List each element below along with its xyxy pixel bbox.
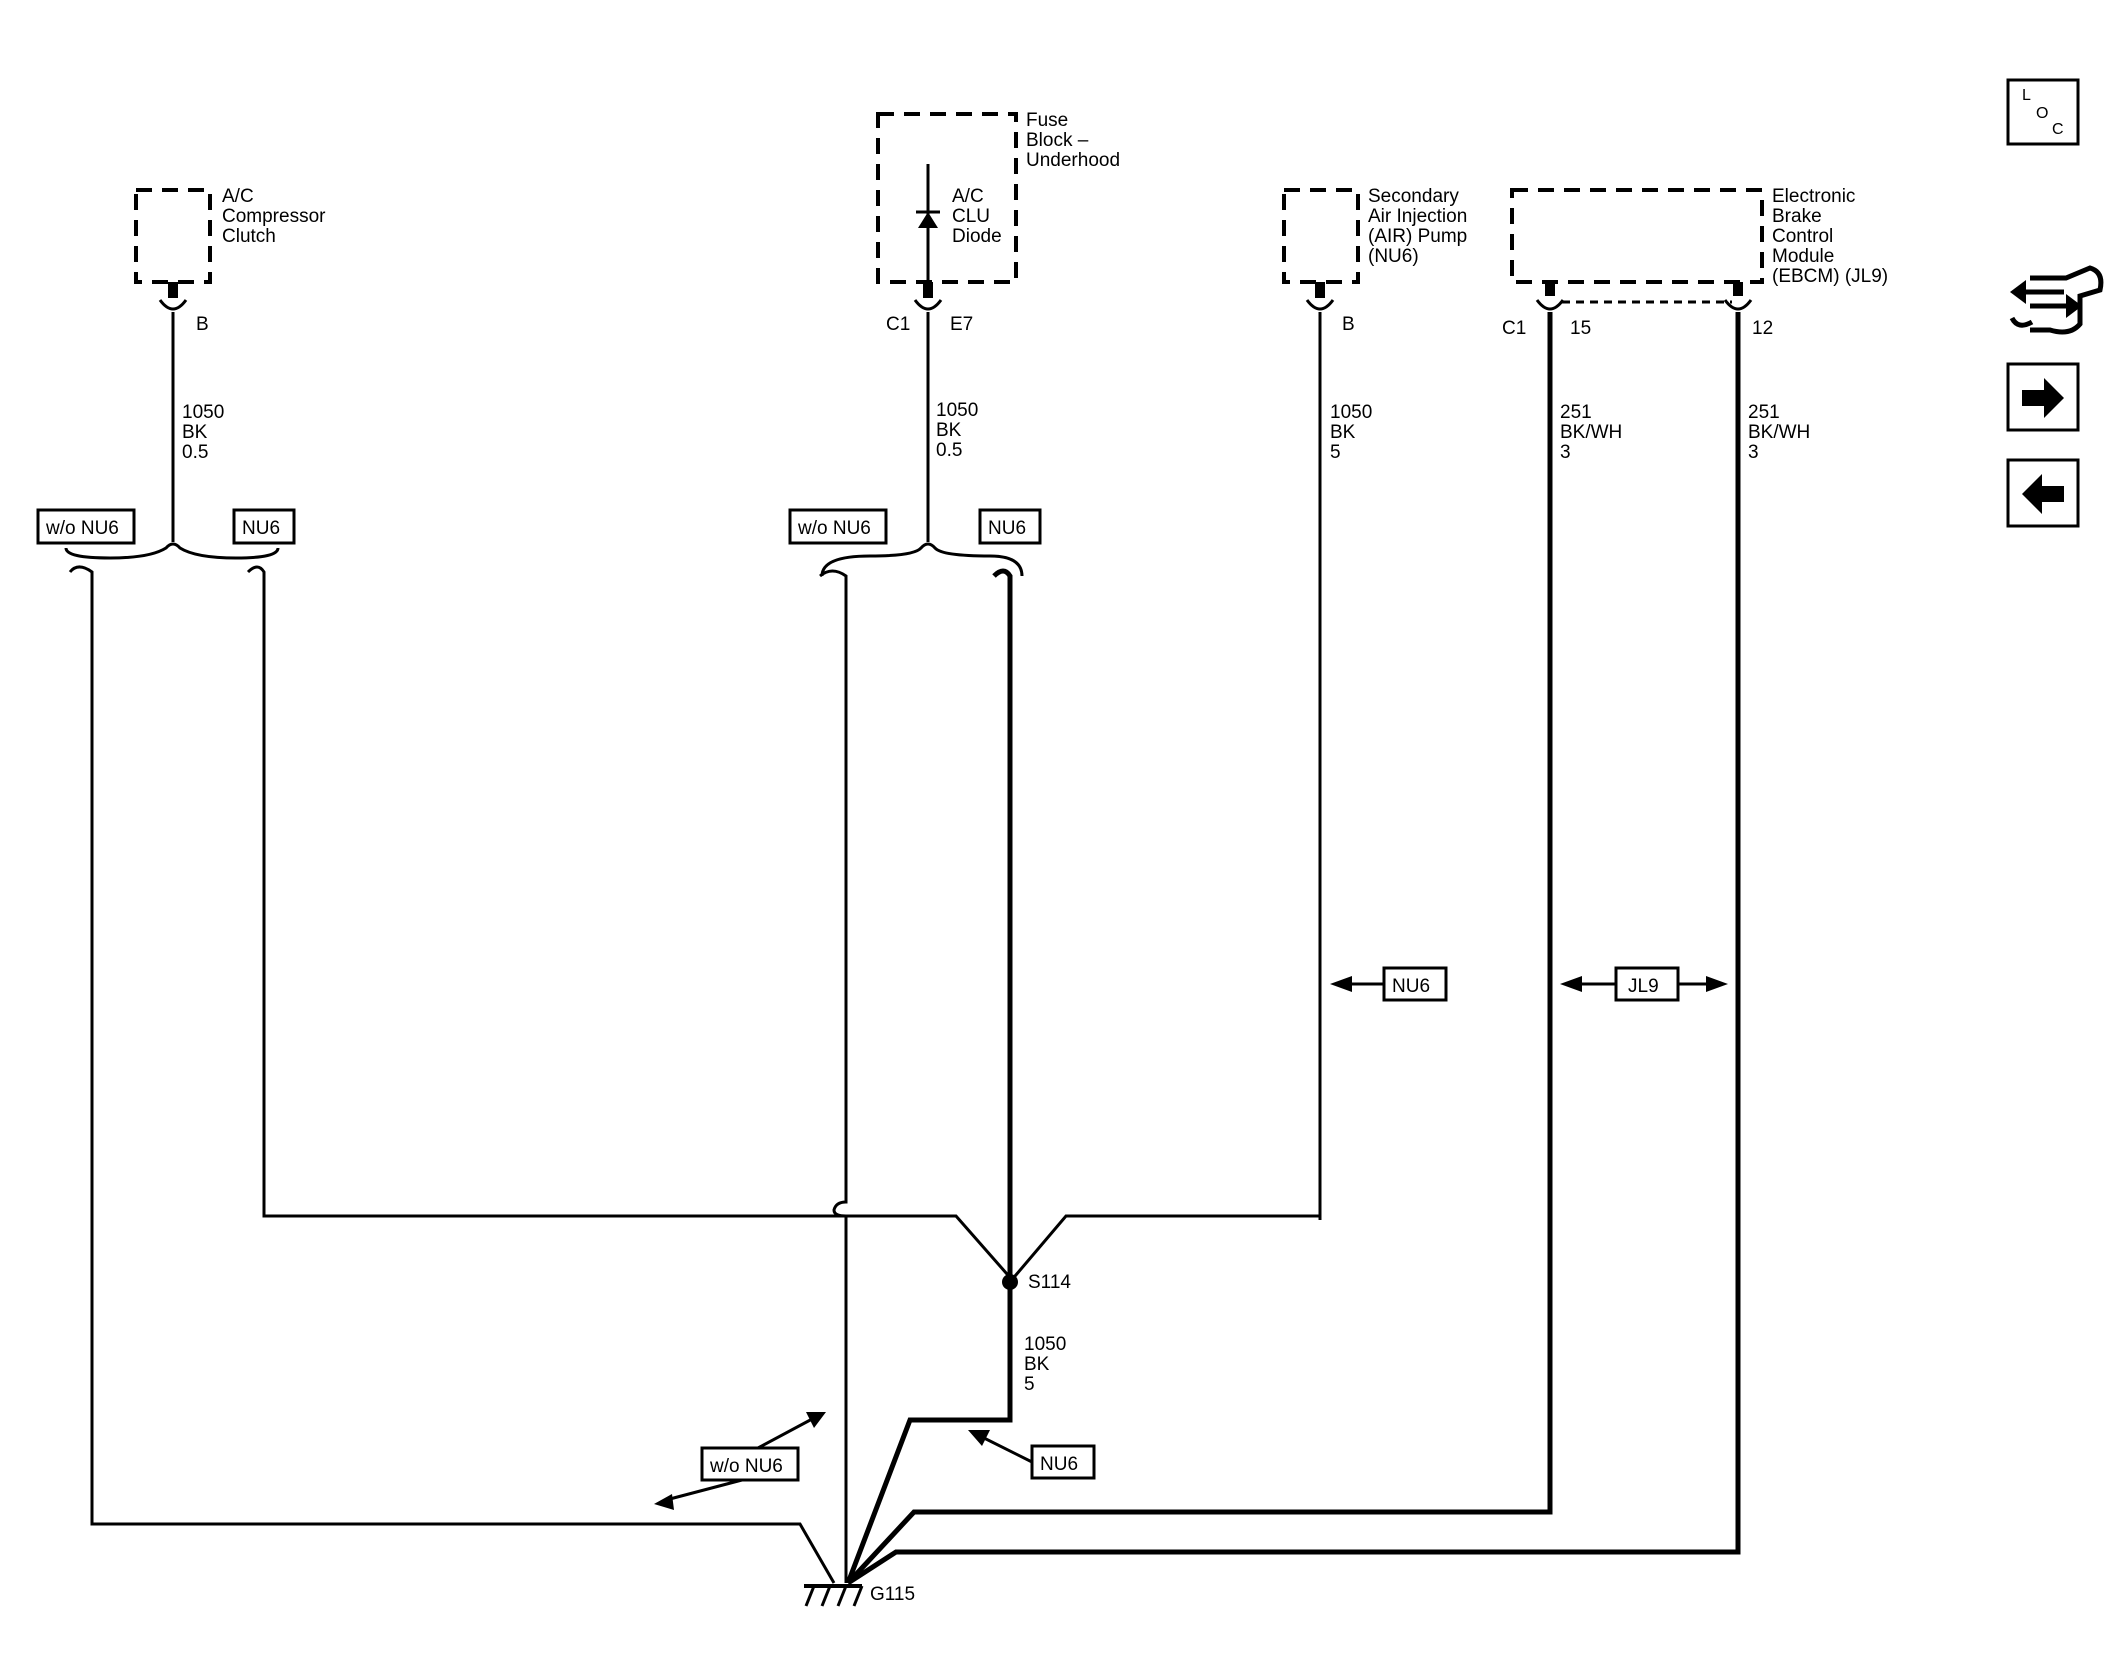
ground-g115: G115 bbox=[804, 1584, 915, 1607]
ac-compressor-clutch: A/C Compressor Clutch B bbox=[134, 186, 326, 335]
wire-ac-clutch-circuit: 1050 bbox=[182, 402, 224, 423]
wire-ebcm-a-color: BK/WH bbox=[1560, 422, 1622, 443]
splice-label: S114 bbox=[1028, 1272, 1071, 1293]
diode-icon bbox=[918, 212, 938, 228]
wire-ebcm-15 bbox=[846, 312, 1553, 1585]
fuse-block-label-2: Block – bbox=[1026, 130, 1089, 151]
air-pump-label-2: Air Injection bbox=[1368, 206, 1467, 227]
wire-ebcm-a-size: 3 bbox=[1560, 442, 1571, 463]
wire-air-pump-size: 5 bbox=[1330, 442, 1341, 463]
fuse-connector-label: C1 bbox=[886, 314, 910, 335]
tag-wo-nu6-left-text: w/o NU6 bbox=[45, 518, 119, 539]
wire-air-pump-circuit: 1050 bbox=[1330, 402, 1372, 423]
loc-letter-o: O bbox=[2036, 105, 2048, 122]
wire-ebcm-b-color: BK/WH bbox=[1748, 422, 1810, 443]
wire-ebcm-b-size: 3 bbox=[1748, 442, 1759, 463]
arrow-right-icon[interactable] bbox=[2006, 362, 2080, 432]
tag-wo-nu6-lower-text: w/o NU6 bbox=[709, 1456, 783, 1477]
wire-fuse-circuit: 1050 bbox=[936, 400, 978, 421]
ebcm-label-2: Brake bbox=[1772, 206, 1822, 227]
ebcm-label-1: Electronic bbox=[1772, 186, 1855, 207]
tag-jl9-text: JL9 bbox=[1628, 976, 1659, 997]
ac-clutch-label-2: Compressor bbox=[222, 206, 326, 227]
ac-clutch-label-3: Clutch bbox=[222, 226, 276, 247]
tag-nu6-center bbox=[978, 508, 1042, 545]
loc-letter-l: L bbox=[2022, 87, 2031, 104]
tag-nu6-lower-text: NU6 bbox=[1040, 1454, 1078, 1475]
tag-nu6-air: NU6 bbox=[1330, 966, 1448, 1002]
ebcm-label-3: Control bbox=[1772, 226, 1833, 247]
wire-ebcm-12 bbox=[846, 312, 1741, 1586]
clu-diode-label-1: A/C bbox=[952, 186, 984, 207]
wire-splice-color: BK bbox=[1024, 1354, 1050, 1375]
loc-button[interactable]: L O C bbox=[2006, 78, 2080, 146]
wire-splice-to-ground bbox=[845, 1282, 1013, 1584]
air-pump-terminal: B bbox=[1342, 314, 1355, 335]
ac-clutch-label-1: A/C bbox=[222, 186, 254, 207]
air-pump: Secondary Air Injection (AIR) Pump (NU6)… bbox=[1282, 186, 1467, 335]
connector-icon[interactable] bbox=[2009, 265, 2104, 335]
fuse-block-label-3: Underhood bbox=[1026, 150, 1120, 171]
tag-jl9: JL9 bbox=[1560, 966, 1728, 1002]
tag-wo-nu6-center-text: w/o NU6 bbox=[797, 518, 871, 539]
tag-wo-nu6-center bbox=[788, 508, 888, 545]
wire-fuse-size: 0.5 bbox=[936, 440, 962, 461]
tag-wo-nu6-left bbox=[36, 508, 136, 545]
option-branch-ac-clutch: w/o NU6 NU6 bbox=[36, 508, 1016, 1584]
tag-nu6-lower: NU6 bbox=[968, 1430, 1096, 1480]
wire-ebcm-b-circuit: 251 bbox=[1748, 402, 1780, 423]
fuse-block-label-1: Fuse bbox=[1026, 110, 1068, 131]
ground-label: G115 bbox=[870, 1584, 915, 1605]
wire-fuse-color: BK bbox=[936, 420, 962, 441]
ebcm-label-5: (EBCM) (JL9) bbox=[1772, 266, 1888, 287]
wire-ebcm-a-circuit: 251 bbox=[1560, 402, 1592, 423]
ebcm-pin-15: 15 bbox=[1570, 318, 1591, 339]
wire-air-pump-to-splice bbox=[1008, 1214, 1320, 1283]
air-pump-label-1: Secondary bbox=[1368, 186, 1459, 207]
wire-splice-circuit: 1050 bbox=[1024, 1334, 1066, 1355]
ac-clutch-terminal: B bbox=[196, 314, 209, 335]
option-branch-fuse: w/o NU6 NU6 bbox=[788, 508, 1042, 1583]
fuse-pin-label: E7 bbox=[950, 314, 973, 335]
tag-nu6-air-text: NU6 bbox=[1392, 976, 1430, 997]
air-pump-label-4: (NU6) bbox=[1368, 246, 1419, 267]
tag-nu6-center-text: NU6 bbox=[988, 518, 1026, 539]
fuse-block-underhood: Fuse Block – Underhood A/C CLU Diode C1 … bbox=[876, 110, 1120, 335]
ebcm-connector-label: C1 bbox=[1502, 318, 1526, 339]
wire-ac-clutch-size: 0.5 bbox=[182, 442, 208, 463]
tag-wo-nu6-lower: w/o NU6 bbox=[654, 1412, 826, 1510]
wire-air-pump-color: BK bbox=[1330, 422, 1356, 443]
loc-letter-c: C bbox=[2052, 121, 2064, 138]
arrow-left-icon[interactable] bbox=[2006, 458, 2080, 528]
ebcm-pin-12: 12 bbox=[1752, 318, 1773, 339]
wire-splice-size: 5 bbox=[1024, 1374, 1035, 1395]
tag-nu6-left bbox=[232, 508, 296, 545]
ebcm-label-4: Module bbox=[1772, 246, 1834, 267]
wire-ac-clutch-color: BK bbox=[182, 422, 208, 443]
tag-nu6-left-text: NU6 bbox=[242, 518, 280, 539]
clu-diode-label-2: CLU bbox=[952, 206, 990, 227]
air-pump-label-3: (AIR) Pump bbox=[1368, 226, 1467, 247]
clu-diode-label-3: Diode bbox=[952, 226, 1002, 247]
ebcm: Electronic Brake Control Module (EBCM) (… bbox=[1502, 186, 1888, 339]
